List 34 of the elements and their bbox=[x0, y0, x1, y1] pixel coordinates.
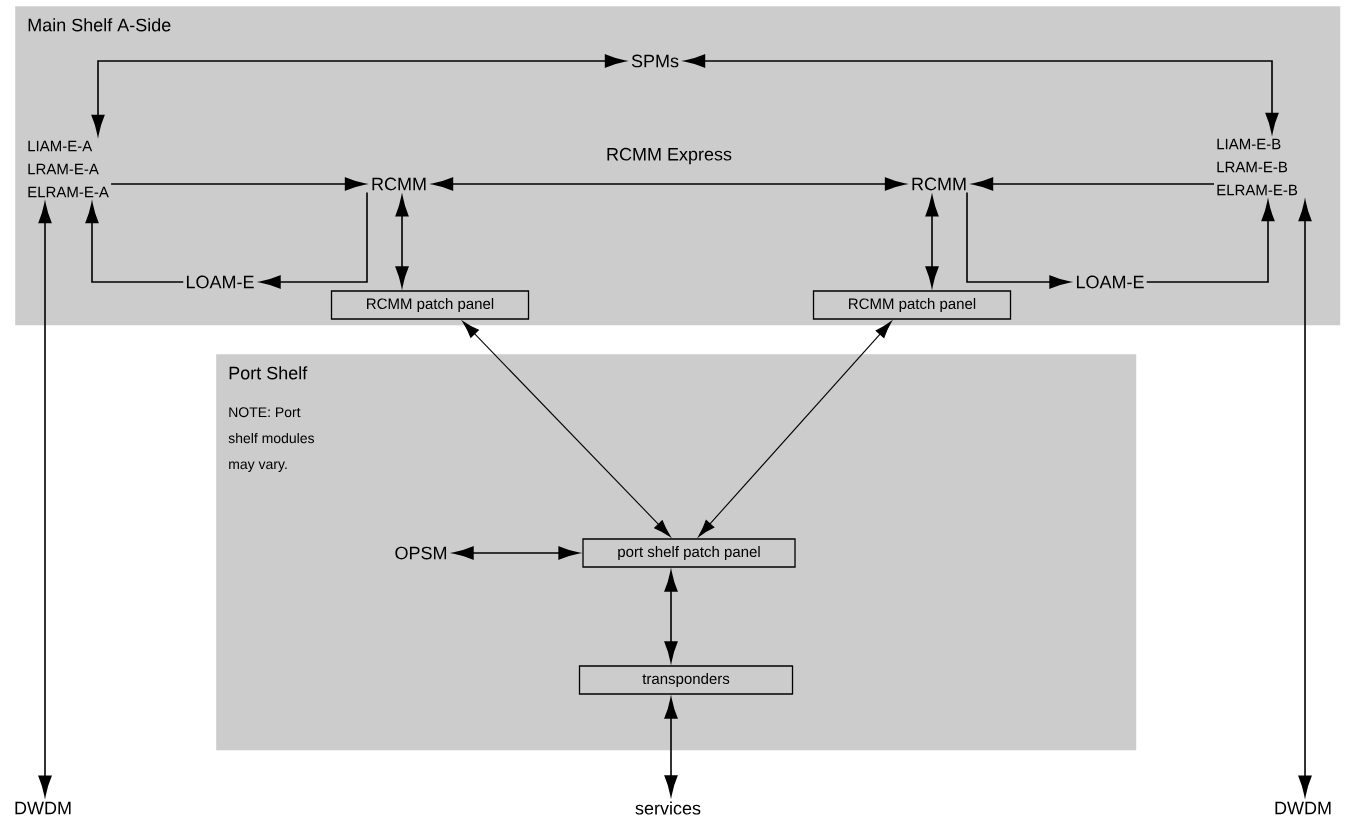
module-label: LOAM-E bbox=[1077, 275, 1144, 289]
arrow bbox=[1145, 200, 1275, 283]
module-list: LIAM-E-B LRAM-E-B ELRAM-E-B bbox=[1217, 138, 1298, 196]
patch-panel-box: port shelf patch panel bbox=[582, 538, 796, 568]
arrow bbox=[432, 177, 906, 191]
arrow bbox=[91, 54, 626, 136]
endpoint-label: DWDM bbox=[15, 801, 71, 815]
patch-panel-box: RCMM patch panel bbox=[330, 290, 530, 320]
arrow bbox=[664, 571, 678, 662]
module-label: RCMM bbox=[912, 177, 966, 191]
arrow bbox=[966, 191, 1070, 289]
arrow bbox=[925, 195, 939, 287]
arrow bbox=[260, 191, 368, 289]
arrow bbox=[453, 546, 579, 560]
edge-label: RCMM Express bbox=[604, 145, 734, 167]
patch-panel-box: transponders bbox=[578, 665, 794, 695]
arrow bbox=[698, 321, 892, 537]
patch-panel-box: RCMM patch panel bbox=[812, 290, 1012, 320]
module-list: LIAM-E-A LRAM-E-A ELRAM-E-A bbox=[28, 140, 109, 198]
arrow bbox=[684, 54, 1279, 134]
arrow bbox=[395, 195, 409, 287]
endpoint-label: services bbox=[635, 801, 701, 815]
module-label: SPMs bbox=[631, 54, 679, 68]
arrow bbox=[664, 698, 678, 796]
module-label: RCMM bbox=[372, 177, 426, 191]
arrow bbox=[85, 202, 185, 283]
arrow bbox=[1298, 200, 1312, 797]
module-label: OPSM bbox=[395, 546, 447, 560]
arrow bbox=[38, 202, 52, 797]
arrow bbox=[972, 177, 1215, 191]
module-label: LOAM-E bbox=[187, 275, 254, 289]
arrow bbox=[110, 177, 366, 191]
endpoint-label: DWDM bbox=[1275, 801, 1331, 815]
arrow bbox=[462, 321, 671, 537]
